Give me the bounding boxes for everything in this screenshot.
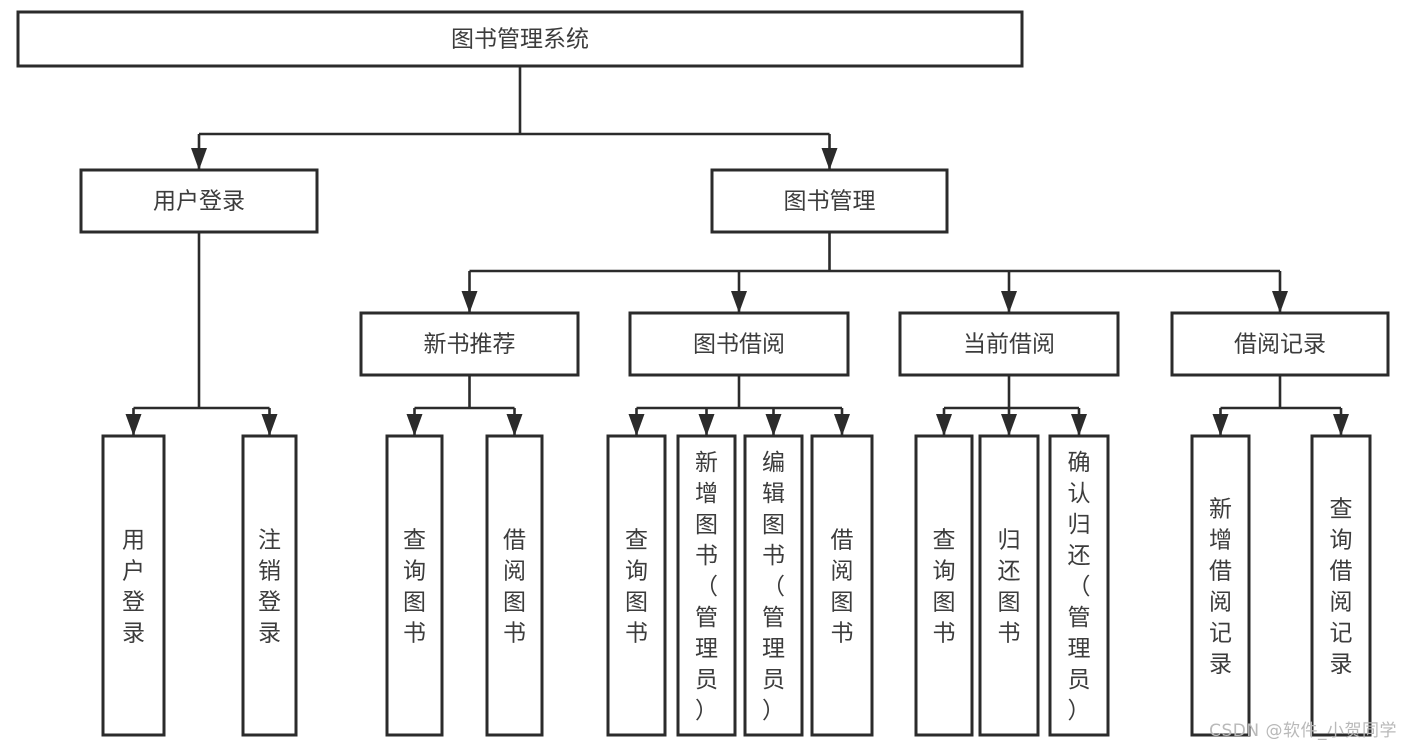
connector-group-current xyxy=(936,375,1087,436)
connector-group-root xyxy=(191,66,838,170)
arrowhead-icon xyxy=(125,414,142,436)
node-borrow[interactable]: 图书借阅 xyxy=(628,311,850,377)
node-layer: 图书管理系统用户登录图书管理新书推荐图书借阅当前借阅借阅记录用户登录注销登录查询… xyxy=(16,10,1390,737)
arrowhead-icon xyxy=(506,414,523,436)
node-box xyxy=(1170,311,1390,377)
node-box xyxy=(978,434,1040,737)
node-box xyxy=(898,311,1120,377)
node-box xyxy=(710,168,949,234)
node-box xyxy=(1048,434,1110,737)
node-box xyxy=(606,434,667,737)
node-leaf-user-logout[interactable]: 注销登录 xyxy=(241,434,298,737)
arrowhead-icon xyxy=(765,414,782,436)
node-label: 图书管理系统 xyxy=(451,27,589,53)
node-label: 确认归还（管理员） xyxy=(1068,450,1091,724)
arrowhead-icon xyxy=(1333,414,1349,436)
node-label: 图书借阅 xyxy=(693,332,785,358)
node-leaf-borrow-lend[interactable]: 借阅图书 xyxy=(810,434,874,737)
node-label: 当前借阅 xyxy=(963,332,1055,358)
node-leaf-current-return[interactable]: 归还图书 xyxy=(978,434,1040,737)
node-bookmgmt[interactable]: 图书管理 xyxy=(710,168,949,234)
node-label: 借阅图书 xyxy=(831,528,854,647)
connector-group-newbook xyxy=(406,375,523,436)
node-label: 注销登录 xyxy=(258,528,281,647)
arrowhead-icon xyxy=(1212,414,1229,436)
node-box xyxy=(241,434,298,737)
node-leaf-newbook-borrow[interactable]: 借阅图书 xyxy=(485,434,544,737)
arrowhead-icon xyxy=(628,414,645,436)
node-leaf-borrow-add[interactable]: 新增图书（管理员） xyxy=(676,434,737,737)
node-label: 用户登录 xyxy=(122,528,145,647)
node-box xyxy=(810,434,874,737)
arrowhead-icon xyxy=(731,291,747,313)
arrowhead-icon xyxy=(834,414,850,436)
node-box xyxy=(16,10,1024,68)
node-box xyxy=(101,434,166,737)
connector-group-bookmgmt xyxy=(461,232,1288,313)
arrowhead-icon xyxy=(1001,414,1017,436)
node-box xyxy=(743,434,804,737)
arrowhead-icon xyxy=(821,148,838,170)
node-leaf-current-query[interactable]: 查询图书 xyxy=(914,434,974,737)
arrowhead-icon xyxy=(191,148,207,170)
node-records[interactable]: 借阅记录 xyxy=(1170,311,1390,377)
watermark-text: CSDN @软件_小贺同学 xyxy=(1209,721,1397,741)
node-label: 新书推荐 xyxy=(424,332,516,358)
node-leaf-user-login[interactable]: 用户登录 xyxy=(101,434,166,737)
arrowhead-icon xyxy=(936,414,952,436)
arrowhead-icon xyxy=(406,414,423,436)
connector-layer xyxy=(125,66,1349,436)
node-box xyxy=(628,311,850,377)
node-label: 查询借阅记录 xyxy=(1330,497,1353,678)
node-box xyxy=(485,434,544,737)
node-label: 新增图书（管理员） xyxy=(695,450,718,724)
node-box xyxy=(676,434,737,737)
node-box xyxy=(385,434,444,737)
node-box xyxy=(914,434,974,737)
node-label: 归还图书 xyxy=(998,528,1021,647)
node-leaf-record-query[interactable]: 查询借阅记录 xyxy=(1310,434,1372,737)
node-login[interactable]: 用户登录 xyxy=(79,168,319,234)
connector-group-login xyxy=(125,232,278,436)
node-leaf-borrow-edit[interactable]: 编辑图书（管理员） xyxy=(743,434,804,737)
node-leaf-record-add[interactable]: 新增借阅记录 xyxy=(1190,434,1251,737)
node-label: 编辑图书（管理员） xyxy=(762,450,785,724)
node-label: 借阅图书 xyxy=(503,528,526,647)
node-leaf-current-confirm[interactable]: 确认归还（管理员） xyxy=(1048,434,1110,737)
node-leaf-newbook-query[interactable]: 查询图书 xyxy=(385,434,444,737)
node-label: 查询图书 xyxy=(403,528,426,647)
connector-group-records xyxy=(1212,375,1349,436)
node-box xyxy=(1310,434,1372,737)
node-newbook[interactable]: 新书推荐 xyxy=(359,311,580,377)
node-label: 新增借阅记录 xyxy=(1209,497,1232,678)
node-label: 图书管理 xyxy=(784,189,876,215)
connector-group-borrow xyxy=(628,375,850,436)
arrowhead-icon xyxy=(1071,414,1087,436)
node-label: 查询图书 xyxy=(933,528,956,647)
arrowhead-icon xyxy=(461,291,478,313)
arrowhead-icon xyxy=(261,414,278,436)
node-current[interactable]: 当前借阅 xyxy=(898,311,1120,377)
node-box xyxy=(1190,434,1251,737)
node-label: 借阅记录 xyxy=(1234,332,1326,358)
arrowhead-icon xyxy=(1001,291,1017,313)
node-label: 用户登录 xyxy=(153,189,245,215)
node-label: 查询图书 xyxy=(625,528,648,647)
arrowhead-icon xyxy=(698,414,715,436)
node-box xyxy=(359,311,580,377)
node-box xyxy=(79,168,319,234)
arrowhead-icon xyxy=(1272,291,1288,313)
node-root[interactable]: 图书管理系统 xyxy=(16,10,1024,68)
node-leaf-borrow-query[interactable]: 查询图书 xyxy=(606,434,667,737)
